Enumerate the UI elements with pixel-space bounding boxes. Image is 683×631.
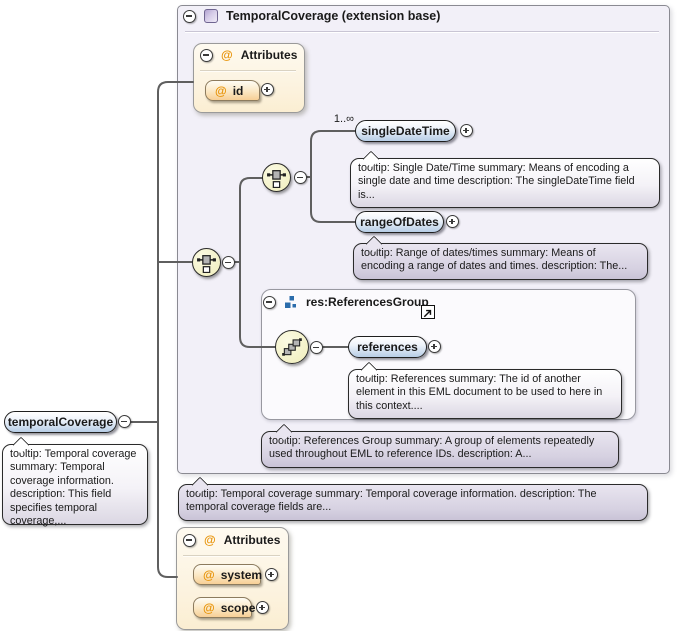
attribute-label: scope bbox=[220, 600, 256, 615]
attribute-label: system bbox=[220, 567, 263, 582]
at-symbol: @ bbox=[203, 567, 215, 582]
tooltip-singleDateTime: tooltip: Single Date/Time summary: Means… bbox=[350, 150, 660, 209]
tooltip-text: tooltip: References Group summary: A gro… bbox=[269, 435, 595, 461]
cardinality-label: 1..∞ bbox=[333, 113, 354, 125]
at-symbol: @ bbox=[203, 600, 215, 615]
attribute-label: id bbox=[232, 83, 244, 98]
element-label: singleDateTime bbox=[361, 124, 450, 138]
tooltip-container: tooltip: Temporal coverage summary: Temp… bbox=[178, 476, 648, 521]
expand-icon[interactable] bbox=[265, 568, 278, 581]
tooltip-text: tooltip: Single Date/Time summary: Means… bbox=[358, 162, 635, 201]
tooltip-temporalCoverage: tooltip: Temporal coverage summary: Temp… bbox=[2, 436, 148, 527]
sequence-icon[interactable] bbox=[192, 248, 221, 277]
container-title: TemporalCoverage (extension base) bbox=[226, 9, 441, 23]
expand-icon[interactable] bbox=[446, 215, 459, 228]
sequence-glyph bbox=[197, 255, 216, 273]
external-link-icon[interactable] bbox=[421, 305, 435, 319]
at-symbol: @ bbox=[221, 48, 233, 62]
tooltip-rangeOfDates: tooltip: Range of dates/times summary: M… bbox=[353, 235, 648, 280]
collapse-icon[interactable] bbox=[200, 48, 213, 62]
references-group-header: res:ReferencesGroup bbox=[263, 295, 429, 309]
collapse-icon[interactable] bbox=[294, 171, 307, 184]
attribute-system[interactable]: @ system bbox=[193, 564, 263, 585]
complex-type-icon bbox=[204, 9, 218, 23]
at-symbol: @ bbox=[215, 83, 227, 98]
at-symbol: @ bbox=[204, 533, 216, 547]
element-label: rangeOfDates bbox=[360, 215, 439, 229]
attributes-title: Attributes bbox=[240, 48, 298, 62]
group-icon[interactable] bbox=[275, 330, 309, 364]
attributes-top-header: @ Attributes bbox=[200, 48, 297, 62]
element-references[interactable]: references bbox=[348, 336, 427, 358]
tooltip-text: tooltip: Temporal coverage summary: Temp… bbox=[186, 488, 597, 514]
element-label: temporalCoverage bbox=[7, 415, 114, 429]
attributes-bottom-header: @ Attributes bbox=[183, 533, 280, 547]
references-group-title: res:ReferencesGroup bbox=[306, 295, 429, 309]
header-separator bbox=[185, 31, 659, 33]
attributes-separator bbox=[183, 555, 280, 557]
sequence-icon[interactable] bbox=[262, 163, 291, 192]
collapse-icon[interactable] bbox=[183, 533, 196, 547]
tooltip-references-group: tooltip: References Group summary: A gro… bbox=[261, 423, 619, 468]
element-temporalCoverage[interactable]: temporalCoverage bbox=[4, 411, 117, 433]
expand-icon[interactable] bbox=[428, 340, 441, 353]
collapse-icon[interactable] bbox=[263, 295, 276, 309]
expand-icon[interactable] bbox=[256, 601, 269, 614]
attributes-separator bbox=[200, 70, 296, 72]
attributes-title: Attributes bbox=[223, 533, 281, 547]
expand-icon[interactable] bbox=[261, 83, 274, 96]
expand-icon[interactable] bbox=[460, 124, 473, 137]
sequence-glyph bbox=[267, 170, 286, 188]
tooltip-text: tooltip: References summary: The id of a… bbox=[356, 373, 603, 412]
group-glyph bbox=[282, 338, 302, 356]
element-singleDateTime[interactable]: singleDateTime bbox=[355, 120, 456, 142]
tooltip-references: tooltip: References summary: The id of a… bbox=[348, 361, 622, 420]
collapse-icon[interactable] bbox=[222, 256, 235, 269]
element-group-icon bbox=[285, 296, 296, 308]
element-rangeOfDates[interactable]: rangeOfDates bbox=[355, 211, 444, 233]
collapse-icon[interactable] bbox=[310, 341, 323, 354]
element-label: references bbox=[357, 340, 418, 354]
attribute-id[interactable]: @ id bbox=[205, 80, 260, 101]
tooltip-text: tooltip: Range of dates/times summary: M… bbox=[361, 247, 628, 273]
container-header: TemporalCoverage (extension base) bbox=[183, 9, 440, 23]
collapse-icon[interactable] bbox=[183, 9, 196, 23]
collapse-icon[interactable] bbox=[118, 415, 131, 428]
tooltip-text: tooltip: Temporal coverage summary: Temp… bbox=[10, 448, 137, 527]
attribute-scope[interactable]: @ scope bbox=[193, 597, 255, 618]
